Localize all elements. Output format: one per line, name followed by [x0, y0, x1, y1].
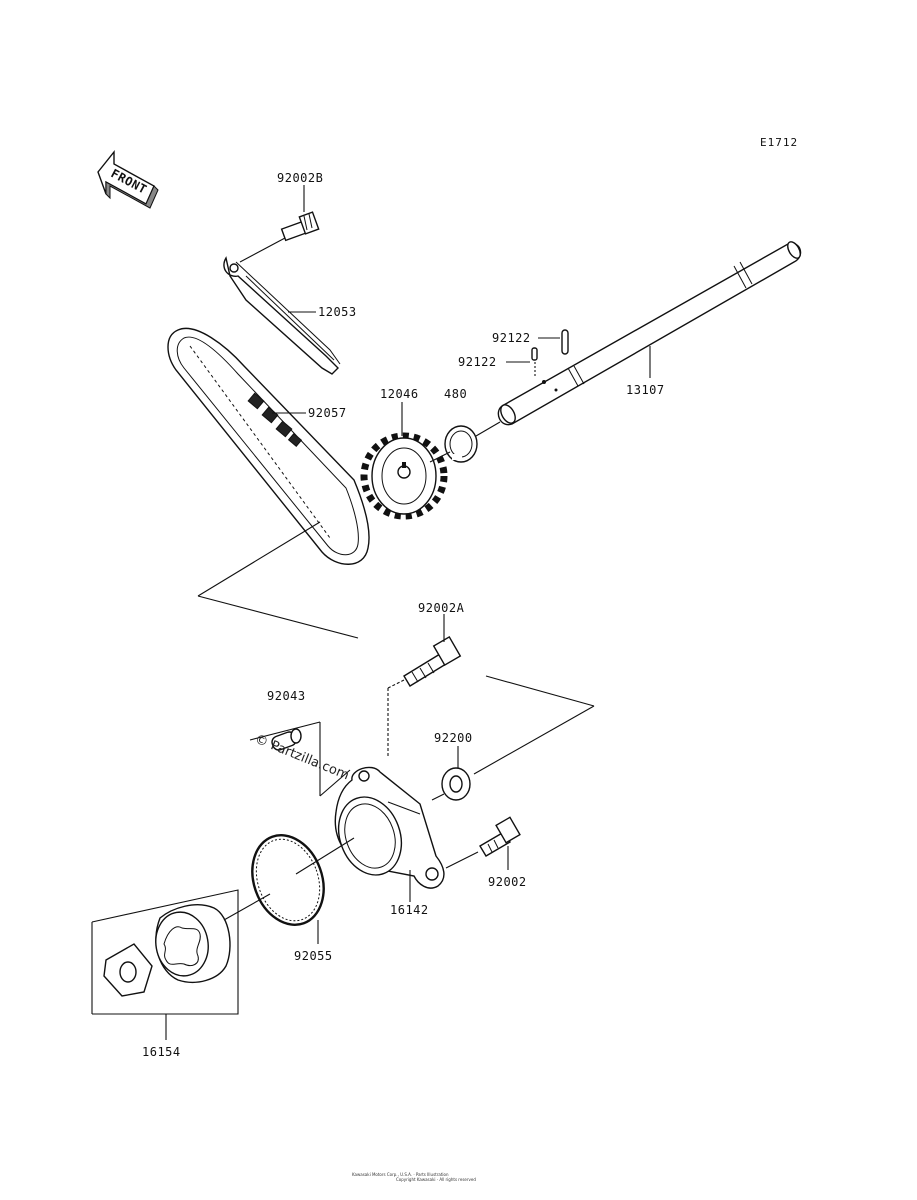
label-92043: 92043 — [267, 689, 306, 703]
pump-housing-16142 — [334, 766, 445, 889]
label-12046: 12046 — [380, 387, 419, 401]
chain-joint-92057 — [247, 392, 303, 447]
pin-92122-b — [531, 347, 538, 361]
bolt-92002b — [280, 211, 320, 242]
label-12053: 12053 — [318, 305, 357, 319]
footer-line-1: Kawasaki Motors Corp., U.S.A. · Parts Il… — [352, 1172, 449, 1177]
label-92055: 92055 — [294, 949, 333, 963]
washer-92200 — [441, 767, 471, 801]
diagram-code: E1712 — [760, 136, 798, 149]
label-92002a: 92002A — [418, 601, 465, 615]
chain-loop — [167, 327, 370, 565]
label-92122-b: 92122 — [458, 355, 497, 369]
label-92002: 92002 — [488, 875, 527, 889]
o-ring-92055 — [251, 834, 325, 926]
dowel-92043 — [271, 728, 302, 751]
label-480: 480 — [444, 387, 467, 401]
front-arrow-icon: FRONT — [97, 150, 159, 209]
rotor-set-box-16154 — [91, 889, 239, 1015]
label-16154: 16154 — [142, 1045, 181, 1059]
bolt-92002 — [479, 816, 521, 857]
label-16142: 16142 — [390, 903, 429, 917]
bolt-92002a — [403, 636, 462, 687]
label-92200: 92200 — [434, 731, 473, 745]
shaft-13107 — [497, 241, 802, 426]
label-92122-a: 92122 — [492, 331, 531, 345]
label-92057: 92057 — [308, 406, 347, 420]
sprocket-12046 — [360, 432, 448, 520]
footer-line-2: Copyright Kawasaki · All rights reserved — [396, 1177, 476, 1182]
label-92002b: 92002B — [277, 171, 323, 185]
label-13107: 13107 — [626, 383, 665, 397]
watermark: © Partzilla.com — [253, 732, 352, 783]
pin-92122-a — [561, 329, 569, 355]
circlip-480 — [444, 425, 478, 463]
chain-guide-12053 — [223, 256, 341, 375]
